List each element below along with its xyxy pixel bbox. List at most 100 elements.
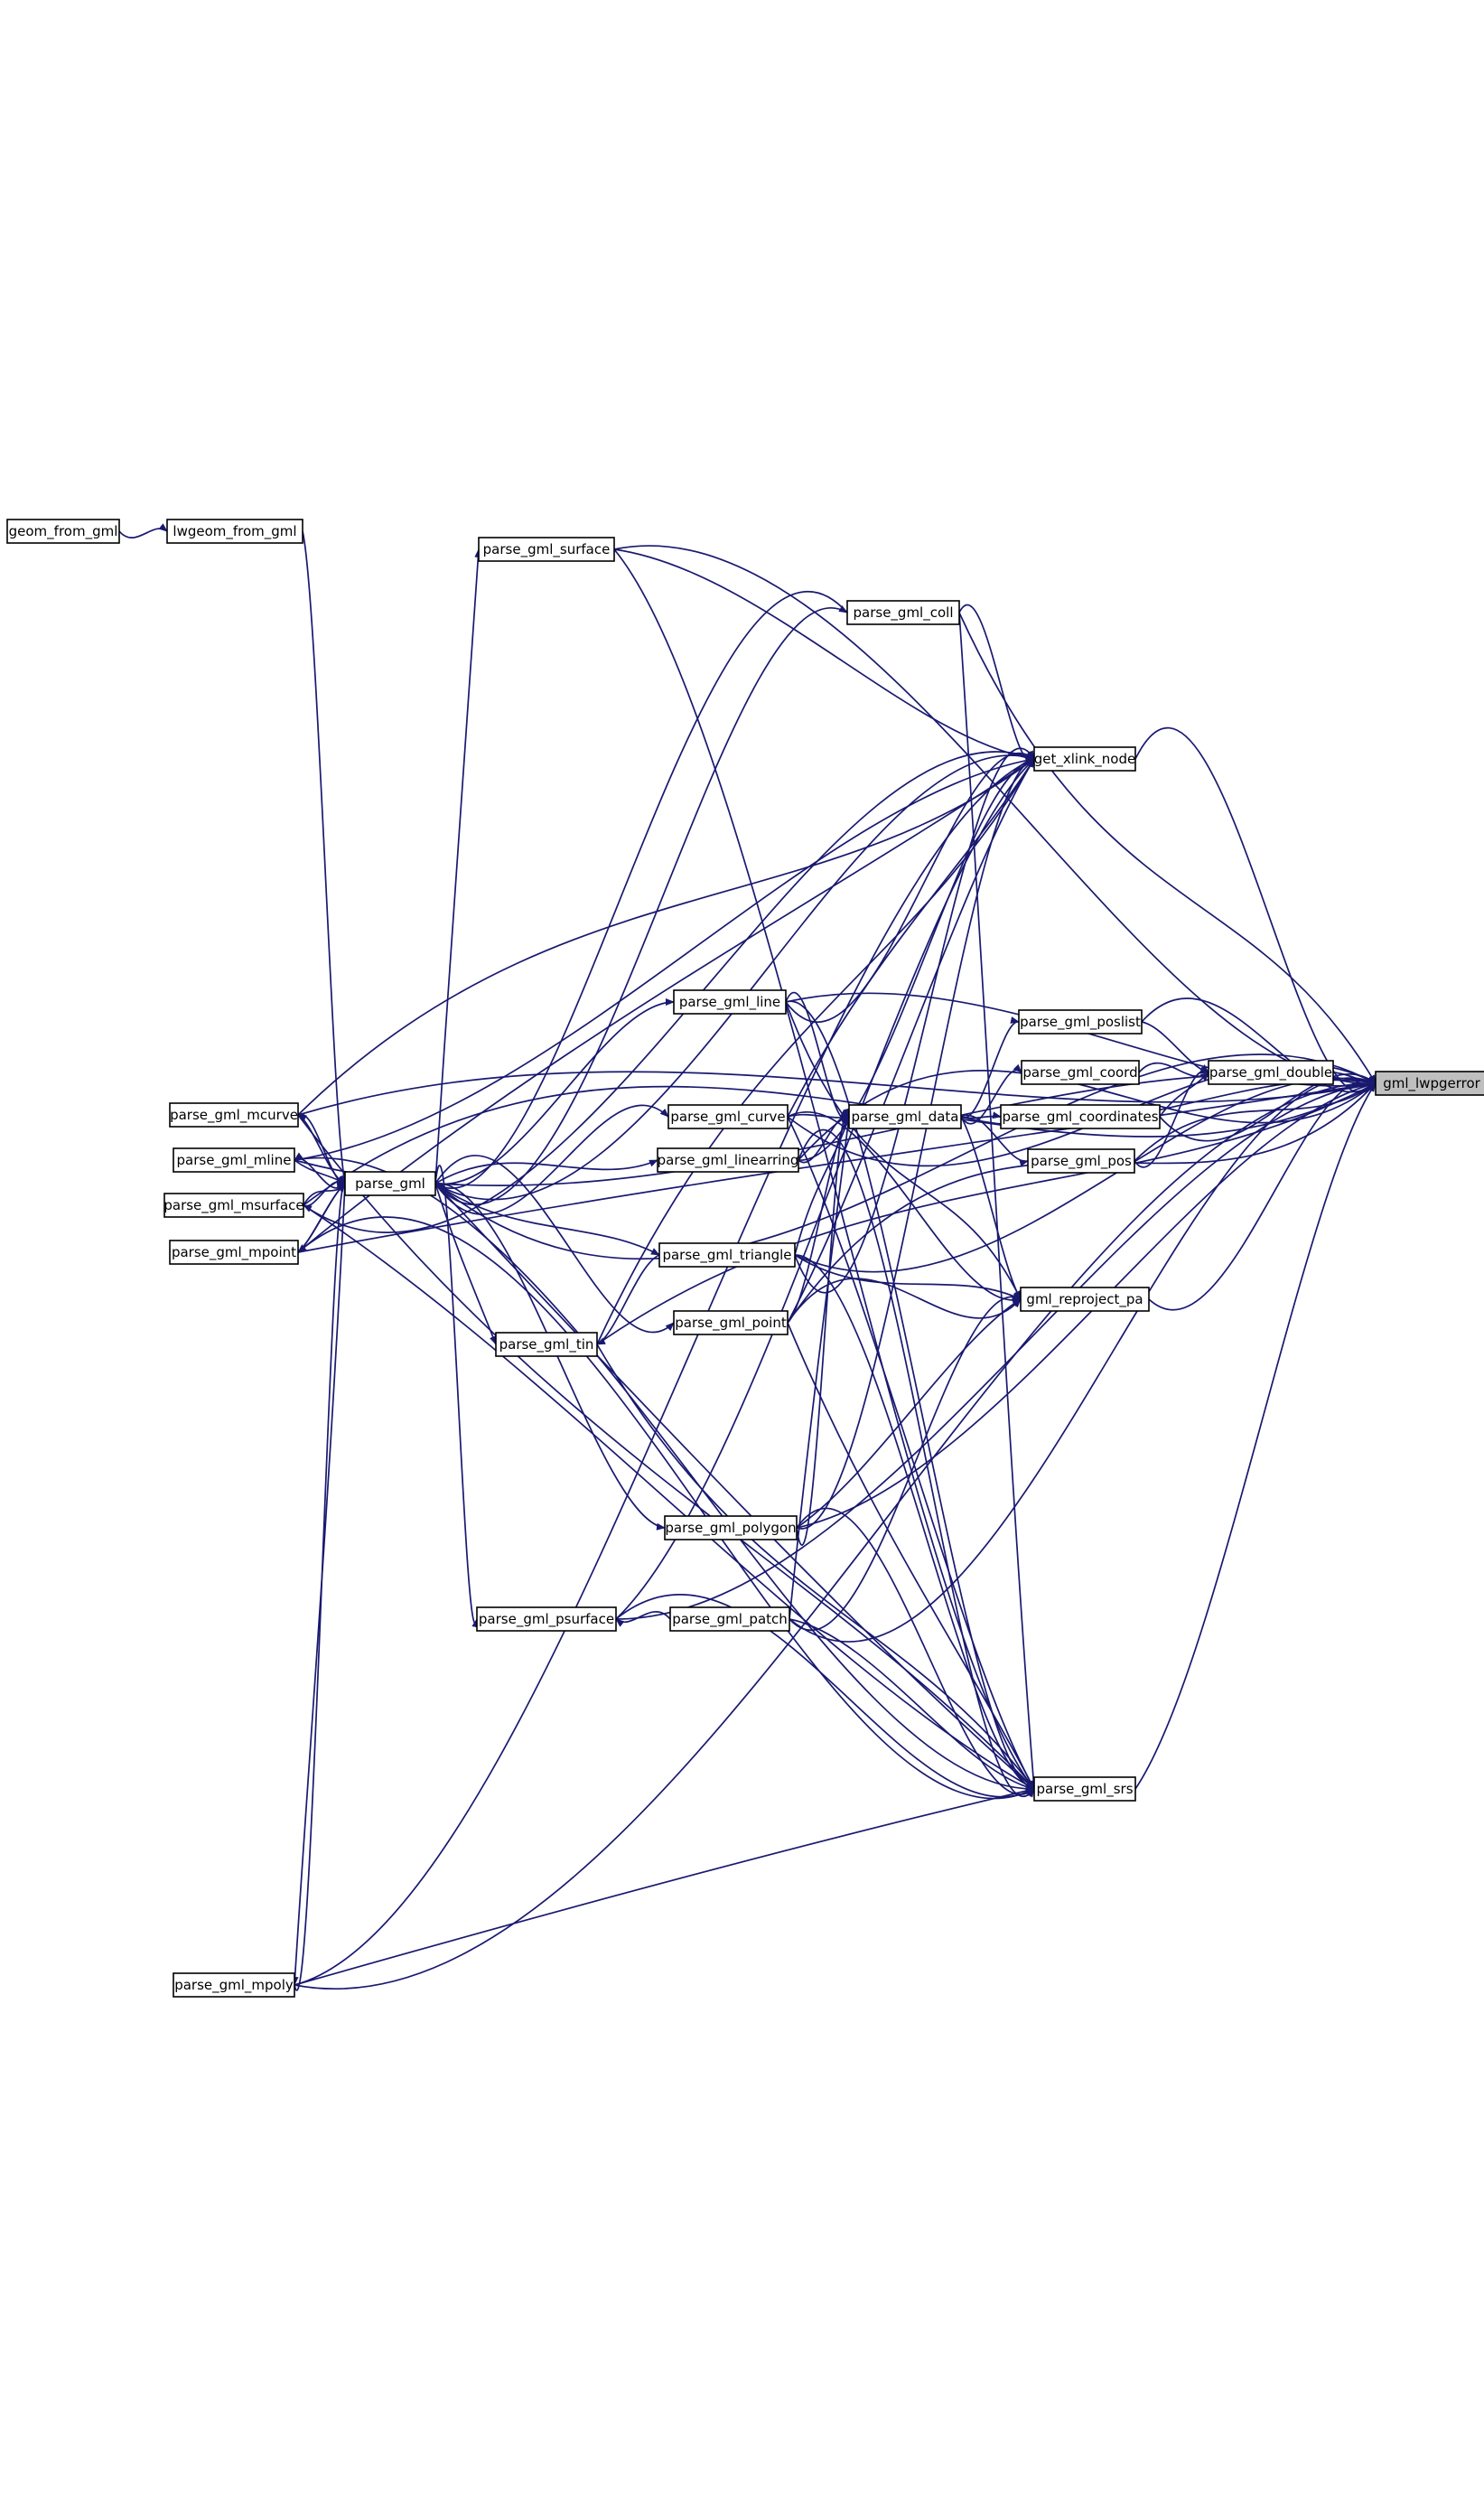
node-parse-gml-polygon[interactable]: parse_gml_polygon [664,1515,798,1540]
node-box[interactable] [495,1332,598,1357]
node-box[interactable] [476,1606,617,1632]
node-parse-gml-pos[interactable]: parse_gml_pos [1027,1148,1135,1174]
node-box[interactable] [1375,1071,1484,1096]
node-box[interactable] [173,1972,295,1998]
node-box[interactable] [673,989,787,1015]
node-box[interactable] [163,1193,304,1218]
node-box[interactable] [1021,1060,1140,1085]
node-parse-gml-curve[interactable]: parse_gml_curve [667,1104,789,1129]
node-parse-gml-msurface[interactable]: parse_gml_msurface [163,1193,304,1218]
edge-parse_gml-to-parse_gml_msurface [303,1180,346,1213]
node-box[interactable] [669,1606,790,1632]
node-box[interactable] [173,1147,295,1173]
edge-parse_gml_surface-to-parse_gml_srs [613,548,1035,1790]
node-box[interactable] [1033,746,1136,772]
edge-parse_gml_polygon-to-parse_gml_srs [796,1507,1035,1797]
edge-parse_gml-to-get_xlink_node [434,753,1035,1201]
edge-parse_gml_data-to-gml_reproject_pa [960,1116,1022,1300]
edge-parse_gml_point-to-parse_gml_srs [787,1322,1035,1790]
edge-parse_gml_curve-to-get_xlink_node [787,758,1035,1118]
node-parse-gml-srs[interactable]: parse_gml_srs [1033,1776,1136,1802]
node-parse-gml-mpoly[interactable]: parse_gml_mpoly [173,1972,295,1998]
node-parse-gml[interactable]: parse_gml [344,1171,436,1196]
edge-parse_gml-to-parse_gml_surface [434,548,482,1184]
node-box[interactable] [478,537,615,562]
node-parse-gml-poslist[interactable]: parse_gml_poslist [1018,1009,1143,1035]
node-parse-gml-data[interactable]: parse_gml_data [848,1104,962,1129]
edge-parse_gml_pos-to-parse_gml_double [1134,1064,1209,1168]
node-label: get_xlink_node [1034,751,1135,768]
node-box[interactable] [344,1171,436,1196]
node-parse-gml-coord[interactable]: parse_gml_coord [1021,1060,1140,1085]
edge-parse_gml_tin-to-gml_lwpgerror [596,1082,1377,1345]
node-box[interactable] [657,1147,799,1173]
node-parse-gml-surface[interactable]: parse_gml_surface [478,537,615,562]
node-parse-gml-triangle[interactable]: parse_gml_triangle [658,1242,796,1268]
node-label: parse_gml_psurface [479,1611,614,1628]
node-parse-gml-mcurve[interactable]: parse_gml_mcurve [169,1102,299,1128]
node-box[interactable] [658,1242,796,1268]
node-box[interactable] [166,519,303,544]
node-parse-gml-patch[interactable]: parse_gml_patch [669,1606,790,1632]
edge-parse_gml_coordinates-to-parse_gml_double [1159,1072,1209,1118]
edge-parse_gml_mpoly-to-parse_gml [294,1175,346,1991]
node-lwgeom-from-gml[interactable]: lwgeom_from_gml [166,519,303,544]
node-box[interactable] [1000,1104,1161,1129]
node-parse-gml-linearring[interactable]: parse_gml_linearring [657,1147,799,1173]
node-layer: gml_lwpgerror get_xlink_node parse_gml_srs… [6,519,1484,1998]
edge-parse_gml_patch-to-parse_gml_psurface [615,1611,671,1627]
edge-parse_gml_mpoly-to-parse_gml_srs [294,1787,1035,1986]
edge-parse_gml_patch-to-parse_gml_srs [789,1618,1035,1791]
node-parse-gml-tin[interactable]: parse_gml_tin [495,1332,598,1357]
node-parse-gml-point[interactable]: parse_gml_point [673,1310,789,1335]
edge-parse_gml_mpoint-to-gml_lwpgerror [297,1081,1377,1253]
edge-parse_gml_mpoint-to-parse_gml_srs [297,1216,1035,1800]
edge-parse_gml_triangle-to-parse_gml_tin [596,1254,660,1345]
node-box[interactable] [667,1104,789,1129]
edge-parse_gml_curve-to-gml_reproject_pa [787,1111,1022,1306]
edge-parse_gml_mpoint-to-parse_gml [297,1183,346,1253]
edge-parse_gml_psurface-to-parse_gml_srs [615,1594,1035,1798]
edge-parse_gml_polygon-to-parse_gml_data [796,1108,851,1546]
node-parse-gml-line[interactable]: parse_gml_line [673,989,787,1015]
node-label: parse_gml_curve [670,1109,785,1126]
node-box[interactable] [673,1310,789,1335]
node-box[interactable] [1027,1148,1135,1174]
node-label: parse_gml [355,1175,425,1193]
edge-parse_gml-to-parse_gml_coll [434,605,848,1205]
node-parse-gml-mline[interactable]: parse_gml_mline [173,1147,295,1173]
edge-parse_gml_line-to-gml_reproject_pa [785,1001,1022,1300]
node-box[interactable] [1020,1287,1150,1312]
node-label: parse_gml_mline [177,1152,292,1169]
node-box[interactable] [848,1104,962,1129]
node-label: parse_gml_msurface [163,1197,303,1214]
node-gml-lwpgerror[interactable]: gml_lwpgerror [1375,1071,1484,1096]
node-parse-gml-double[interactable]: parse_gml_double [1208,1060,1334,1085]
edge-parse_gml_mpoint-to-get_xlink_node [297,758,1035,1253]
node-gml-reproject-pa[interactable]: gml_reproject_pa [1020,1287,1150,1312]
edge-parse_gml_triangle-to-get_xlink_node [794,747,1035,1294]
node-box[interactable] [169,1240,299,1265]
node-parse-gml-coll[interactable]: parse_gml_coll [846,600,960,625]
node-parse-gml-mpoint[interactable]: parse_gml_mpoint [169,1240,299,1265]
node-parse-gml-psurface[interactable]: parse_gml_psurface [476,1606,617,1632]
edge-parse_gml_curve-to-parse_gml_srs [787,1116,1035,1790]
node-box[interactable] [169,1102,299,1128]
node-parse-gml-coordinates[interactable]: parse_gml_coordinates [1000,1104,1161,1129]
edge-parse_gml_tin-to-get_xlink_node [596,758,1035,1345]
edge-get_xlink_node-to-gml_lwpgerror [1134,726,1377,1093]
edge-parse_gml_mcurve-to-get_xlink_node [297,758,1035,1116]
node-get-xlink-node[interactable]: get_xlink_node [1033,746,1136,772]
node-box[interactable] [846,600,960,625]
edge-parse_gml_mline-to-parse_gml [294,1159,346,1184]
edge-parse_gml_mpoly-to-get_xlink_node [294,758,1035,1986]
node-box[interactable] [1033,1776,1136,1802]
node-box[interactable] [6,519,120,544]
node-label: parse_gml_srs [1036,1781,1133,1798]
node-box[interactable] [1208,1060,1334,1085]
node-box[interactable] [1018,1009,1143,1035]
node-geom-from-gml[interactable]: geom_from_gml [6,519,120,544]
edge-parse_gml_psurface-to-gml_lwpgerror [615,1080,1377,1620]
node-box[interactable] [664,1515,798,1540]
